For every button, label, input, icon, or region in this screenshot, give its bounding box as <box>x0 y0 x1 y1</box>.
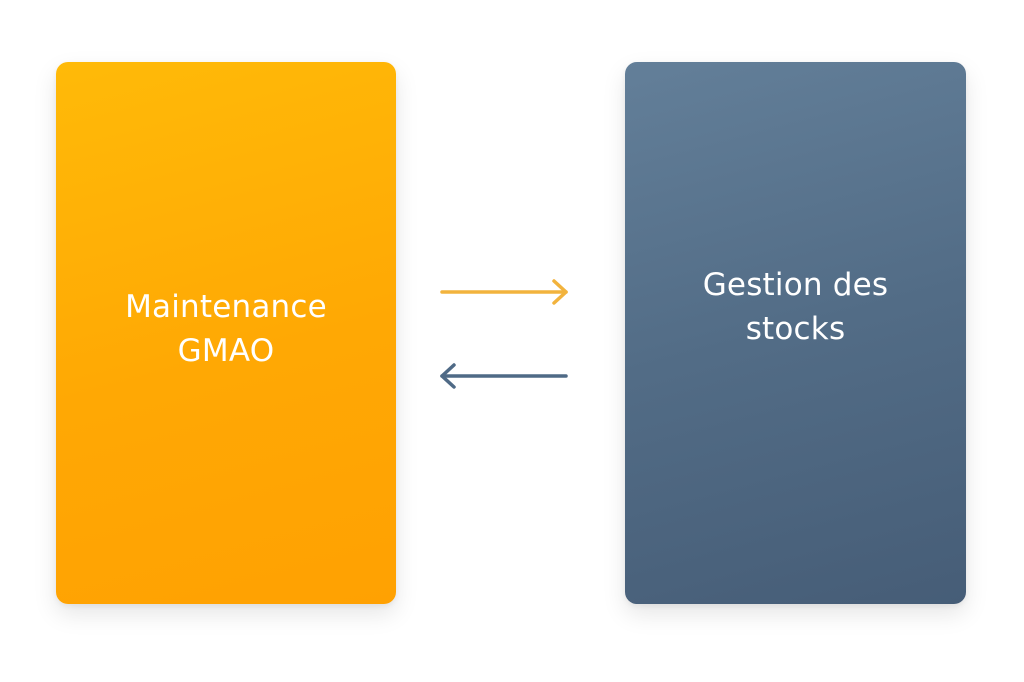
bidirectional-arrows <box>440 279 568 389</box>
maintenance-label-line2: GMAO <box>177 333 275 369</box>
maintenance-gmao-box: Maintenance GMAO <box>56 62 396 604</box>
maintenance-gmao-label: Maintenance GMAO <box>125 285 327 373</box>
stocks-label-line2: stocks <box>745 311 846 347</box>
gestion-stocks-box: Gestion des stocks <box>625 62 966 604</box>
maintenance-label-line1: Maintenance <box>125 289 327 325</box>
arrow-right-icon <box>440 279 568 305</box>
arrow-left-icon <box>440 363 568 389</box>
stocks-label-line1: Gestion des <box>702 267 889 303</box>
gestion-stocks-label: Gestion des stocks <box>703 263 889 351</box>
